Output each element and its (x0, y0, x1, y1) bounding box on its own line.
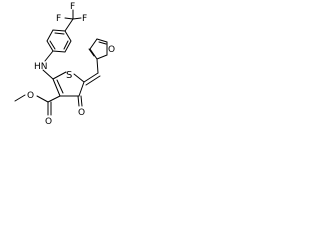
bond-ketone-2 (80, 95, 83, 107)
bond-lines (14, 9, 108, 116)
bond-exo-1 (83, 72, 99, 83)
bond-cf3-f-left (64, 17, 74, 20)
furan-ring (89, 38, 108, 60)
furan-double-1 (88, 48, 95, 57)
bond-c3-c2-double (56, 79, 64, 94)
atom-o-ester-carbonyl: O (45, 117, 52, 127)
structure-diagram: F F F HN O S O O O (14, 2, 115, 127)
atom-o-ester-single: O (27, 91, 34, 101)
bond-ester-c-o (36, 95, 49, 103)
phenyl-double-3 (63, 40, 69, 50)
bond-c3-ester (47, 95, 61, 103)
bond-cf3-ring (64, 18, 74, 32)
bond-ring-nh (44, 50, 54, 62)
phenyl-double-2 (49, 40, 56, 50)
atom-hn: HN (34, 62, 48, 72)
bond-c2-s (52, 71, 67, 80)
bond-ester-methyl (14, 94, 26, 102)
atom-o-furan: O (108, 45, 115, 55)
furan-double-2 (98, 41, 107, 45)
atom-f-left: F (56, 14, 61, 24)
bond-ketone-1 (77, 95, 80, 107)
bond-c3-c2 (52, 78, 61, 97)
bond-ch-furan (96, 58, 99, 74)
bond-s-c5 (73, 73, 85, 83)
phenyl-double-1 (54, 32, 65, 35)
molecule-canvas: F F F HN O S O O O (0, 0, 128, 154)
atom-f-top: F (70, 2, 75, 12)
atom-s-ring: S (66, 70, 72, 81)
bond-nh-c2 (42, 69, 54, 80)
atom-labels: F F F HN O S O O O (27, 2, 115, 127)
bond-c5-c4 (78, 81, 85, 97)
atom-f-right: F (82, 14, 87, 24)
atom-o-ketone: O (78, 108, 85, 118)
bond-cf3-f-right (72, 17, 82, 20)
bond-exo-2 (85, 75, 101, 86)
